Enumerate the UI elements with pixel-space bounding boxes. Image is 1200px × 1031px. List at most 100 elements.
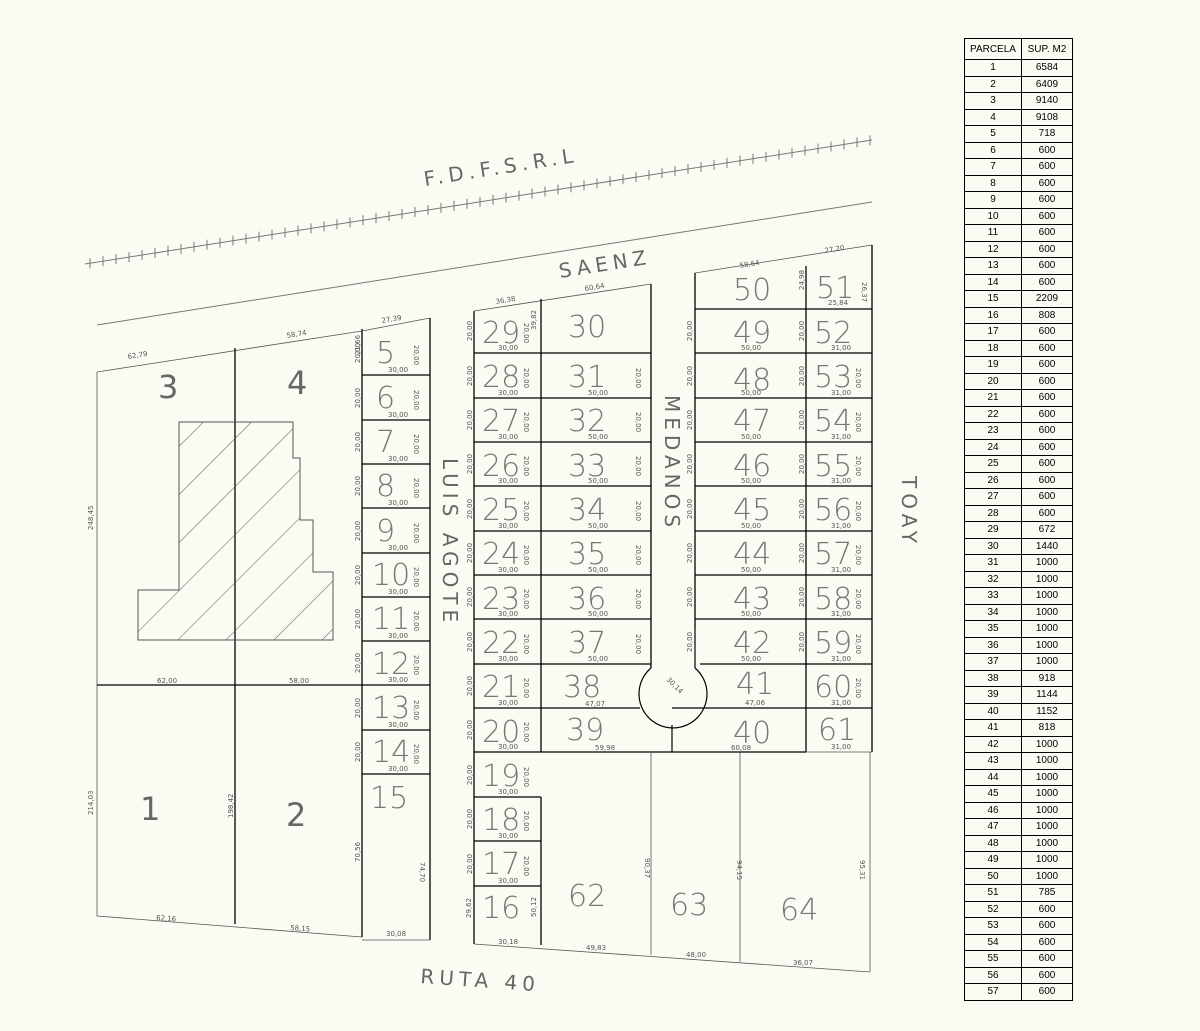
dim-label: 20,00	[466, 321, 474, 341]
parcel-area-cell: 600	[1021, 372, 1073, 390]
parcel-area-cell: 600	[1021, 471, 1073, 489]
dim-label: 20,00	[412, 655, 420, 675]
dim-label: 62,79	[127, 350, 148, 361]
lot-9: 9	[376, 514, 395, 549]
dim-label: 27,39	[381, 314, 402, 325]
dim-label: 20,00	[634, 501, 642, 521]
street-fdf: F.D.F.S.R.L	[422, 143, 580, 191]
dim-label: 20,00	[798, 454, 806, 474]
lot-30: 30	[568, 310, 606, 345]
street-ruta-40: RUTA 40	[420, 964, 541, 996]
dim-label: 20,00	[466, 854, 474, 874]
lot-45: 45	[733, 493, 771, 528]
dim-label: 20,00	[522, 722, 530, 742]
parcel-area-cell: 9108	[1021, 108, 1073, 126]
parcel-number-cell: 46	[964, 801, 1022, 819]
subdivision-plan: F.D.F.S.R.L SAENZ LUIS AGOTE MEDANOS TOA…	[84, 135, 921, 996]
parcel-number-cell: 12	[964, 240, 1022, 258]
lot-32: 32	[568, 404, 606, 439]
parcel-area-cell: 600	[1021, 900, 1073, 918]
dim-label: 50,00	[741, 344, 761, 352]
dim-label: 95,31	[858, 860, 866, 880]
parcel-area-cell: 1440	[1021, 537, 1073, 555]
dim-label: 30,00	[388, 366, 408, 374]
dim-label: 30,00	[388, 411, 408, 419]
parcel-number-cell: 3	[964, 92, 1022, 110]
lot-24: 24	[482, 537, 520, 572]
lot-42: 42	[733, 626, 771, 661]
dim-label: 20,00	[854, 368, 862, 388]
dim-label: 20,00	[412, 523, 420, 543]
dim-label: 20,00	[522, 545, 530, 565]
parcel-number-cell: 53	[964, 917, 1022, 935]
dim-label: 50,00	[741, 566, 761, 574]
lot-60: 60	[814, 670, 852, 705]
parcel-area-cell: 600	[1021, 422, 1073, 440]
dim-label: 58,64	[739, 259, 761, 270]
lot-27: 27	[482, 404, 520, 439]
dim-label: 20,00	[354, 698, 362, 718]
lot-43: 43	[733, 582, 771, 617]
dim-label: 30,00	[388, 721, 408, 729]
parcel-number-cell: 7	[964, 158, 1022, 176]
dim-label: 30,00	[498, 566, 518, 574]
parcel-number-cell: 52	[964, 900, 1022, 918]
lot-12: 12	[372, 647, 410, 682]
dim-label: 20,00	[522, 811, 530, 831]
parcel-number-cell: 19	[964, 356, 1022, 374]
dim-label: 20,00	[466, 366, 474, 386]
dim-label: 30,00	[498, 477, 518, 485]
dim-label: 20,00	[522, 856, 530, 876]
dim-label: 30,08	[386, 930, 406, 938]
dim-label: 20,00	[798, 543, 806, 563]
lot-40: 40	[733, 716, 771, 751]
dim-label: 20,00	[412, 345, 420, 365]
dim-label: 47,06	[745, 699, 766, 707]
lot-17: 17	[482, 847, 520, 882]
central-block	[473, 283, 871, 973]
dim-label: 47,07	[585, 700, 605, 708]
parcel-number-cell: 32	[964, 570, 1022, 588]
dim-label: 20,00	[412, 567, 420, 587]
dim-label: 30,00	[388, 632, 408, 640]
dim-label: 20,00	[522, 501, 530, 521]
lot-56: 56	[814, 493, 852, 528]
parcel-number-cell: 11	[964, 224, 1022, 242]
parcel-number-cell: 40	[964, 702, 1022, 720]
dim-label: 20,00	[686, 321, 694, 341]
column-header-sup-m2: SUP. M2	[1021, 38, 1073, 60]
dim-label: 20,00	[466, 410, 474, 430]
lot-13: 13	[372, 691, 410, 726]
dim-label: 20,00	[686, 366, 694, 386]
dim-label: 20,00	[854, 678, 862, 698]
lot-21: 21	[482, 670, 520, 705]
lot-50: 50	[733, 273, 771, 308]
lot-36: 36	[568, 582, 606, 617]
dim-label: 20,00	[522, 412, 530, 432]
dim-label: 50,00	[741, 610, 761, 618]
dim-label: 20,00	[354, 432, 362, 452]
parcel-number-cell: 22	[964, 405, 1022, 423]
dim-label: 20,00	[634, 456, 642, 476]
dim-label: 94,15	[735, 860, 743, 880]
parcel-number-cell: 18	[964, 339, 1022, 357]
dim-label: 59,98	[595, 744, 615, 752]
parcel-area-cell: 6409	[1021, 75, 1073, 93]
dim-label: 58,00	[289, 677, 309, 685]
parcel-number-cell: 50	[964, 867, 1022, 885]
